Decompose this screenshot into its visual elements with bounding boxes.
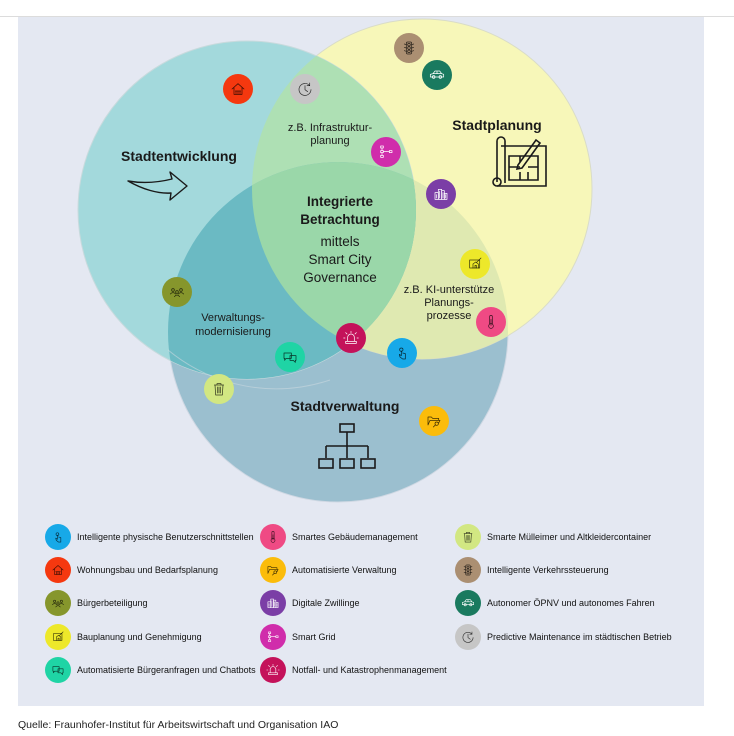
marker-traffic bbox=[394, 33, 424, 63]
marker-bms bbox=[476, 307, 506, 337]
legend-label: Digitale Zwillinge bbox=[292, 598, 360, 608]
marker-admin bbox=[419, 406, 449, 436]
source-caption: Quelle: Fraunhofer-Institut für Arbeitsw… bbox=[18, 719, 339, 731]
trash-bin-icon bbox=[213, 383, 225, 396]
label-center-sub-1: mittels bbox=[320, 234, 359, 249]
legend-item-grid: Smart Grid bbox=[260, 624, 336, 650]
marker-housing bbox=[223, 74, 253, 104]
arrow-right-icon bbox=[127, 171, 188, 201]
touch-hand-icon bbox=[398, 347, 406, 360]
clock-refresh-icon bbox=[298, 82, 312, 96]
legend-label: Predictive Maintenance im städtischen Be… bbox=[487, 632, 672, 642]
legend-label: Autonomer ÖPNV und autonomes Fahren bbox=[487, 598, 655, 608]
legend-item-chatbots: Automatisierte Bürgeranfragen und Chatbo… bbox=[45, 657, 256, 683]
label-stadtentwicklung: Stadtentwicklung bbox=[121, 148, 237, 164]
legend-item-participation: Bürgerbeteiligung bbox=[45, 590, 148, 616]
car-icon bbox=[429, 70, 445, 79]
label-stadtverwaltung: Stadtverwaltung bbox=[291, 398, 400, 414]
building-plan-icon bbox=[45, 624, 71, 650]
legend-item-maintenance: Predictive Maintenance im städtischen Be… bbox=[455, 624, 672, 650]
legend-item-traffic: Intelligente Verkehrssteuerung bbox=[455, 557, 609, 583]
legend-label: Automatisierte Verwaltung bbox=[292, 565, 397, 575]
marker-waste bbox=[204, 374, 234, 404]
marker-participation bbox=[162, 277, 192, 307]
venn-diagram: Stadtentwicklung Stadtplanung Stadtverwa… bbox=[77, 18, 593, 503]
legend-item-building: Bauplanung und Genehmigung bbox=[45, 624, 202, 650]
legend-label: Intelligente physische Benutzerschnittst… bbox=[77, 532, 254, 542]
label-ki-3: prozesse bbox=[427, 310, 472, 322]
siren-icon bbox=[343, 330, 359, 344]
siren-icon bbox=[260, 657, 286, 683]
legend-label: Intelligente Verkehrssteuerung bbox=[487, 565, 609, 575]
marker-twins bbox=[426, 179, 456, 209]
label-verwaltung-2: modernisierung bbox=[195, 326, 271, 338]
network-tree-icon bbox=[380, 145, 393, 158]
legend-item-mobility: Autonomer ÖPNV und autonomes Fahren bbox=[455, 590, 655, 616]
legend-item-bms: Smartes Gebäudemanagement bbox=[260, 524, 418, 550]
chat-bubbles-icon bbox=[283, 352, 297, 363]
trash-bin-icon bbox=[455, 524, 481, 550]
legend-item-admin: Automatisierte Verwaltung bbox=[260, 557, 397, 583]
marker-mobility bbox=[422, 60, 452, 90]
traffic-light-icon bbox=[455, 557, 481, 583]
org-chart-icon bbox=[318, 423, 376, 469]
legend-label: Smart Grid bbox=[292, 632, 336, 642]
label-ki-1: z.B. KI-unterstütze bbox=[404, 284, 494, 296]
label-center-title-2: Betrachtung bbox=[300, 212, 380, 227]
house-icon bbox=[231, 83, 245, 95]
folder-search-icon bbox=[260, 557, 286, 583]
legend-item-housing: Wohnungsbau und Bedarfsplanung bbox=[45, 557, 218, 583]
marker-emergency bbox=[336, 323, 366, 353]
people-icon bbox=[169, 288, 185, 298]
marker-building bbox=[460, 249, 490, 279]
thermometer-icon bbox=[260, 524, 286, 550]
legend-label: Notfall- und Katastrophenmanagement bbox=[292, 665, 447, 675]
legend-label: Bauplanung und Genehmigung bbox=[77, 632, 202, 642]
legend-item-twins: Digitale Zwillinge bbox=[260, 590, 360, 616]
legend-item-waste: Smarte Mülleimer und Altkleidercontainer bbox=[455, 524, 651, 550]
network-tree-icon bbox=[260, 624, 286, 650]
house-icon bbox=[45, 557, 71, 583]
label-center-sub-3: Governance bbox=[303, 270, 377, 285]
legend-label: Automatisierte Bürgeranfragen und Chatbo… bbox=[77, 665, 256, 675]
marker-grid bbox=[371, 137, 401, 167]
car-icon bbox=[455, 590, 481, 616]
marker-hmi bbox=[387, 338, 417, 368]
building-plan-icon bbox=[469, 257, 482, 269]
chat-bubbles-icon bbox=[45, 657, 71, 683]
touch-hand-icon bbox=[45, 524, 71, 550]
label-infrastruktur-1: z.B. Infrastruktur- bbox=[288, 122, 373, 134]
label-stadtplanung: Stadtplanung bbox=[452, 117, 541, 133]
label-center-title-1: Integrierte bbox=[307, 194, 374, 209]
legend-label: Smartes Gebäudemanagement bbox=[292, 532, 418, 542]
marker-maintenance bbox=[290, 74, 320, 104]
clock-refresh-icon bbox=[455, 624, 481, 650]
label-verwaltung-1: Verwaltungs- bbox=[201, 312, 265, 324]
city-buildings-icon bbox=[434, 188, 448, 200]
label-center-sub-2: Smart City bbox=[308, 252, 371, 267]
legend-label: Bürgerbeteiligung bbox=[77, 598, 148, 608]
folder-search-icon bbox=[427, 416, 441, 428]
label-ki-2: Planungs- bbox=[424, 297, 474, 309]
legend-label: Smarte Mülleimer und Altkleidercontainer bbox=[487, 532, 652, 542]
label-infrastruktur-2: planung bbox=[310, 135, 349, 147]
city-buildings-icon bbox=[260, 590, 286, 616]
marker-chatbots bbox=[275, 342, 305, 372]
legend-label: Wohnungsbau und Bedarfsplanung bbox=[77, 565, 218, 575]
blueprint-pencil-icon bbox=[492, 136, 547, 187]
people-icon bbox=[45, 590, 71, 616]
top-divider bbox=[0, 16, 734, 17]
traffic-light-icon bbox=[403, 41, 415, 55]
thermometer-icon bbox=[488, 315, 494, 329]
legend-item-hmi: Intelligente physische Benutzerschnittst… bbox=[45, 524, 254, 550]
legend-item-emergency: Notfall- und Katastrophenmanagement bbox=[260, 657, 447, 683]
